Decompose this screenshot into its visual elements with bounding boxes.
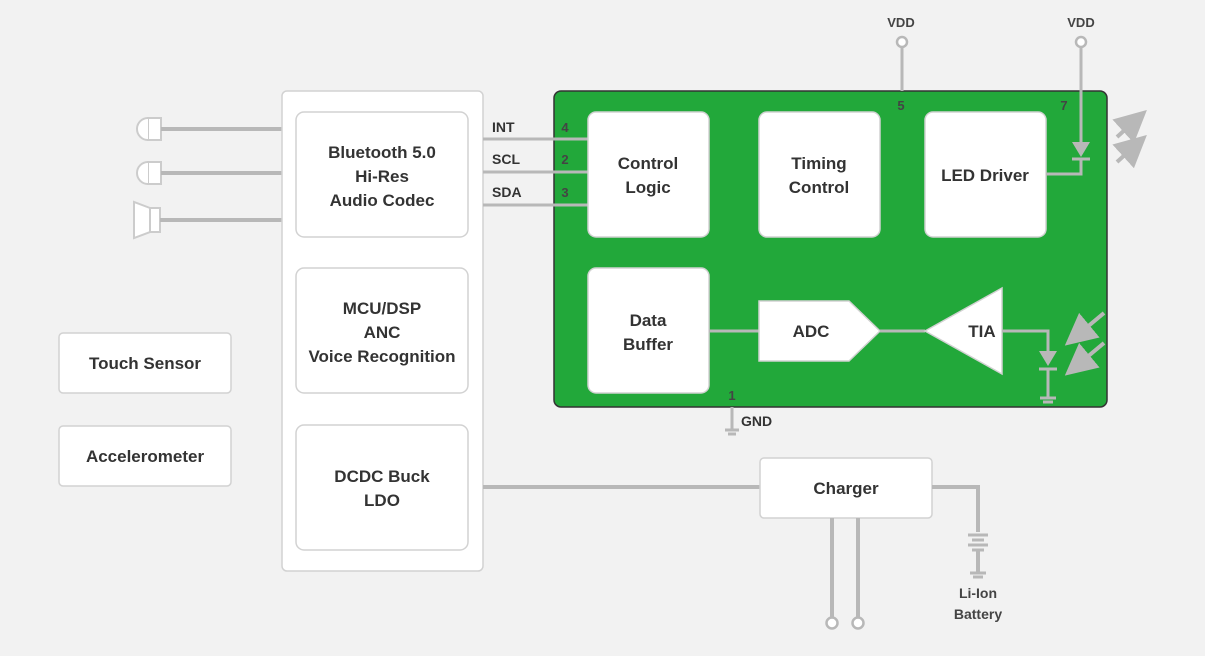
bluetooth-line-3: Audio Codec [330,191,435,210]
tia-label: TIA [968,322,995,341]
signal-int-label: INT [492,119,515,135]
timing-control-line-2: Control [789,178,849,197]
touch-sensor-block [58,332,232,394]
pin-int: 4 [561,120,569,135]
charger-label: Charger [813,479,879,498]
pin-vdd-2: 7 [1060,98,1067,113]
vdd-label-2: VDD [1067,15,1094,30]
pin-gnd: 1 [728,388,735,403]
battery-line-1: Li-Ion [959,585,997,601]
vdd-terminal [1074,35,1088,49]
timing-control-block [758,111,881,238]
mcu-line-3: Voice Recognition [308,347,455,366]
accelerometer-label: Accelerometer [86,447,205,466]
vdd-terminal [895,35,909,49]
control-logic-line-1: Control [618,154,678,173]
signal-scl-label: SCL [492,151,520,167]
control-logic-block [587,111,710,238]
charger-terminal [851,616,865,630]
vdd-label-1: VDD [887,15,914,30]
accelerometer-block [58,425,232,487]
signal-sda-label: SDA [492,184,522,200]
control-logic-line-2: Logic [625,178,670,197]
dcdc-block [295,424,469,551]
adc-label: ADC [793,322,830,341]
charger-terminal [825,616,839,630]
touch-sensor-label: Touch Sensor [89,354,201,373]
photodiode-icon [1002,311,1106,404]
microphone-icon [136,117,162,141]
mcu-line-2: ANC [364,323,401,342]
led-icon [1046,46,1147,176]
microphone-icon [136,161,162,185]
bluetooth-line-1: Bluetooth 5.0 [328,143,436,162]
data-buffer-line-1: Data [630,311,667,330]
pin-vdd-1: 5 [897,98,904,113]
speaker-icon [133,200,161,240]
timing-control-line-1: Timing [791,154,846,173]
battery-line-2: Battery [954,606,1002,622]
dcdc-line-2: LDO [364,491,400,510]
data-buffer-line-2: Buffer [623,335,673,354]
gnd-label: GND [741,413,772,429]
mcu-line-1: MCU/DSP [343,299,421,318]
bluetooth-line-2: Hi-Res [355,167,409,186]
ground-icon [725,407,739,436]
battery-icon [932,485,988,579]
data-buffer-block [587,267,710,394]
pin-sda: 3 [561,185,568,200]
bluetooth-block [295,111,469,238]
adc-block [758,300,882,362]
dcdc-line-1: DCDC Buck [334,467,430,486]
led-driver-label: LED Driver [941,166,1029,185]
mcu-block [295,267,469,394]
pin-scl: 2 [561,152,568,167]
